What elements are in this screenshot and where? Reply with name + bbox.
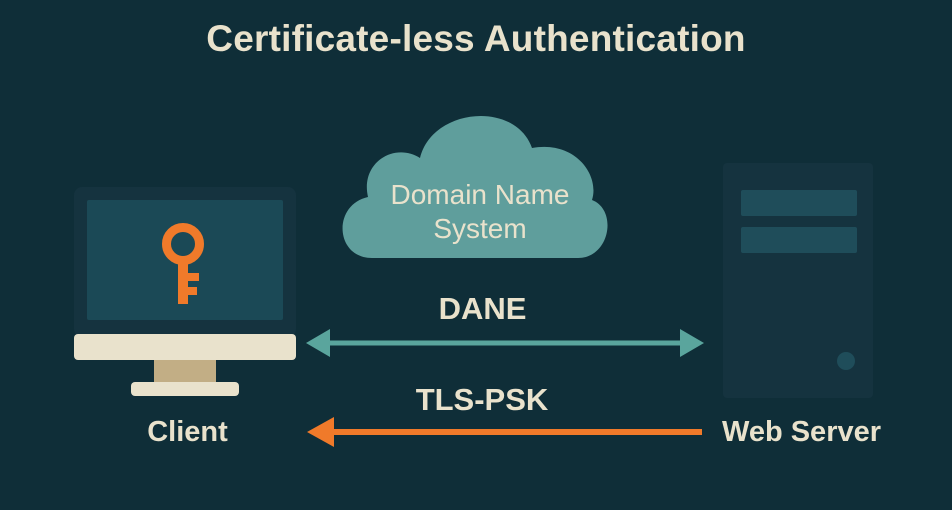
dns-label-line2: System (433, 213, 526, 244)
client-label: Client (147, 416, 228, 448)
tls-psk-label: TLS-PSK (415, 382, 549, 417)
web-server-label: Web Server (721, 416, 882, 448)
page-title: Certificate-less Authentication (206, 18, 746, 59)
dns-label-line1: Domain Name (391, 179, 570, 210)
dane-arrow (306, 329, 704, 357)
dane-label: DANE (438, 291, 527, 326)
server-icon (723, 163, 873, 398)
cloud-icon (342, 115, 608, 258)
tls-psk-arrow (307, 417, 702, 447)
key-icon (162, 223, 204, 304)
